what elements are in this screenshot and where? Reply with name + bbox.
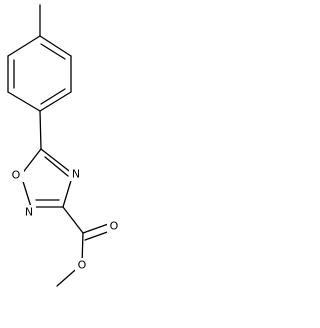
ring-double-bond <box>40 88 66 105</box>
oxadiazole-ring <box>20 148 74 208</box>
ester-oxygen-label: O <box>78 259 87 272</box>
label-knockout <box>69 167 83 181</box>
label-knockout <box>10 168 24 182</box>
label-knockout <box>75 258 89 272</box>
ring-bond <box>40 148 74 175</box>
ring-nitrogen-bottom-label: N <box>25 206 33 219</box>
ring-double-bond <box>44 156 69 177</box>
carbonyl-bond <box>82 222 112 234</box>
ring-nitrogen-top-label: N <box>72 168 80 181</box>
ring-bond <box>39 35 72 57</box>
aryl-link-bond <box>39 110 42 150</box>
label-knockout <box>107 219 121 233</box>
ring-bond <box>7 91 41 112</box>
structure-diagram: O N N O O <box>7 4 121 287</box>
label-knockout <box>22 205 36 219</box>
ring-double-bond <box>40 43 66 60</box>
ring-bond <box>39 91 72 112</box>
carboxyl-bond <box>62 206 84 234</box>
ring-bond <box>7 35 41 57</box>
atom-labels: O N N O O <box>10 167 121 272</box>
ring-bond <box>20 148 42 176</box>
ester-group <box>56 206 114 287</box>
benzene-ring <box>7 35 72 112</box>
ring-oxygen-label: O <box>12 169 21 182</box>
carbonyl-oxygen-label: O <box>110 220 119 233</box>
